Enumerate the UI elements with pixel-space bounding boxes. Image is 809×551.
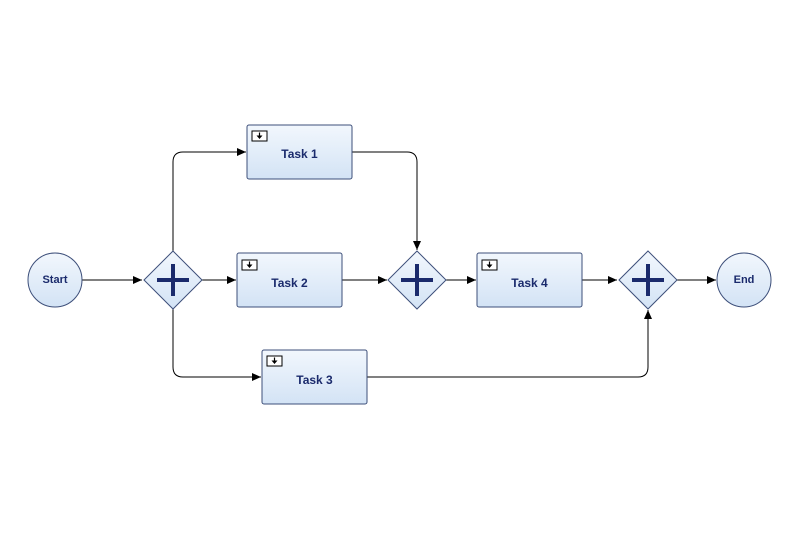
plus-icon xyxy=(157,264,189,296)
subprocess-marker-icon xyxy=(251,130,268,142)
task-3-label: Task 3 xyxy=(296,373,333,387)
task-3[interactable] xyxy=(261,349,368,405)
task-2[interactable] xyxy=(236,252,343,308)
end-event-label: End xyxy=(733,274,755,286)
edge-gateway1-task3[interactable] xyxy=(172,309,261,381)
subprocess-marker-icon xyxy=(266,355,283,367)
edge-gateway1-task1[interactable] xyxy=(172,148,246,251)
plus-icon xyxy=(632,264,664,296)
task-2-label: Task 2 xyxy=(271,276,308,290)
task-4[interactable] xyxy=(476,252,583,308)
subprocess-marker-icon xyxy=(481,259,498,271)
edges xyxy=(82,148,716,381)
end-event[interactable] xyxy=(716,252,772,308)
task-4-label: Task 4 xyxy=(511,276,548,290)
plus-icon xyxy=(401,264,433,296)
edge-task3-gateway3[interactable] xyxy=(367,310,652,378)
task-1[interactable] xyxy=(246,124,353,180)
edge-task1-gateway2[interactable] xyxy=(352,151,421,250)
gateway-1[interactable] xyxy=(143,250,203,310)
start-event-label: Start xyxy=(42,274,68,286)
subprocess-marker-icon xyxy=(241,259,258,271)
gateway-2[interactable] xyxy=(387,250,447,310)
start-event[interactable] xyxy=(27,252,83,308)
task-1-label: Task 1 xyxy=(281,147,318,161)
gateway-3[interactable] xyxy=(618,250,678,310)
